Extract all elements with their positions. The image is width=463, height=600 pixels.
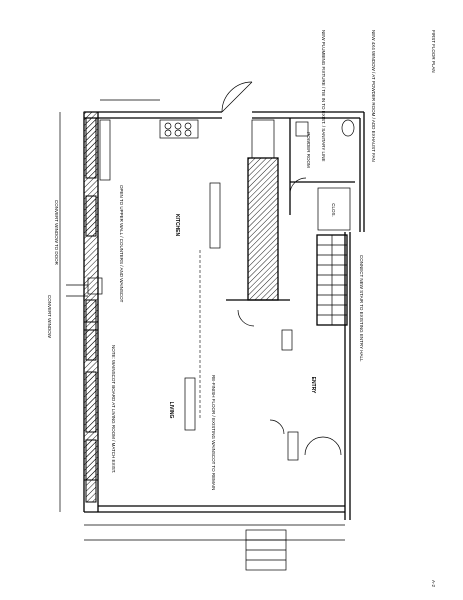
annotation-boxes: [184, 182, 299, 461]
closet: [317, 187, 351, 231]
left-wall-windows: [85, 117, 97, 503]
note-left-a: CONVERT WINDOW TO DOOR: [54, 200, 59, 266]
room-labels: KITCHEN LIVING ENTRY POWDER ROOM CLOS.: [168, 132, 336, 418]
powder-room-fixtures: [289, 118, 355, 215]
living-label: LIVING: [168, 402, 174, 419]
sheet-number: A-2: [431, 580, 436, 588]
entry-label: ENTRY: [310, 377, 316, 394]
note-left-b: CONVERT WINDOW: [47, 295, 52, 339]
sheet-title: FIRST FLOOR PLAN: [431, 30, 436, 73]
note-top-right-1: NEW PLUMBING FIXTURE / TIE IN TO EXIST. …: [321, 30, 326, 162]
plan-notes: OPEN TO UPPER WALL / COUNTERS / AND WAIN…: [47, 30, 376, 490]
powder-label: POWDER ROOM: [306, 132, 311, 168]
dimension-lines: [59, 99, 345, 541]
bottom-steps: [245, 529, 287, 571]
stair: [316, 234, 348, 326]
exterior-walls: [83, 111, 365, 520]
left-porch: [66, 277, 103, 297]
note-living: NOTE: WAINSCOT BOARD AT LIVING ROOM / MA…: [111, 345, 116, 473]
interior-partition: [226, 119, 290, 301]
kitchen-counters: [99, 119, 199, 181]
kitchen-label: KITCHEN: [174, 214, 180, 237]
note-bottom-right: CONNECT NEW STAIR TO EXISTING ENTRY HALL: [359, 255, 364, 362]
title-block: FIRST FLOOR PLAN A-2: [431, 30, 436, 588]
closet-label: CLOS.: [331, 203, 336, 217]
note-kitchen: OPEN TO UPPER WALL / COUNTERS / AND WAIN…: [119, 185, 124, 303]
door-swings: [221, 81, 342, 456]
note-top-right-2: NEW 4X4 WINDOW / AT POWDER ROOM / ADD EX…: [371, 30, 376, 162]
note-entry: RE-FINISH FLOOR / EXISTING WAINSCOT TO R…: [211, 375, 216, 490]
